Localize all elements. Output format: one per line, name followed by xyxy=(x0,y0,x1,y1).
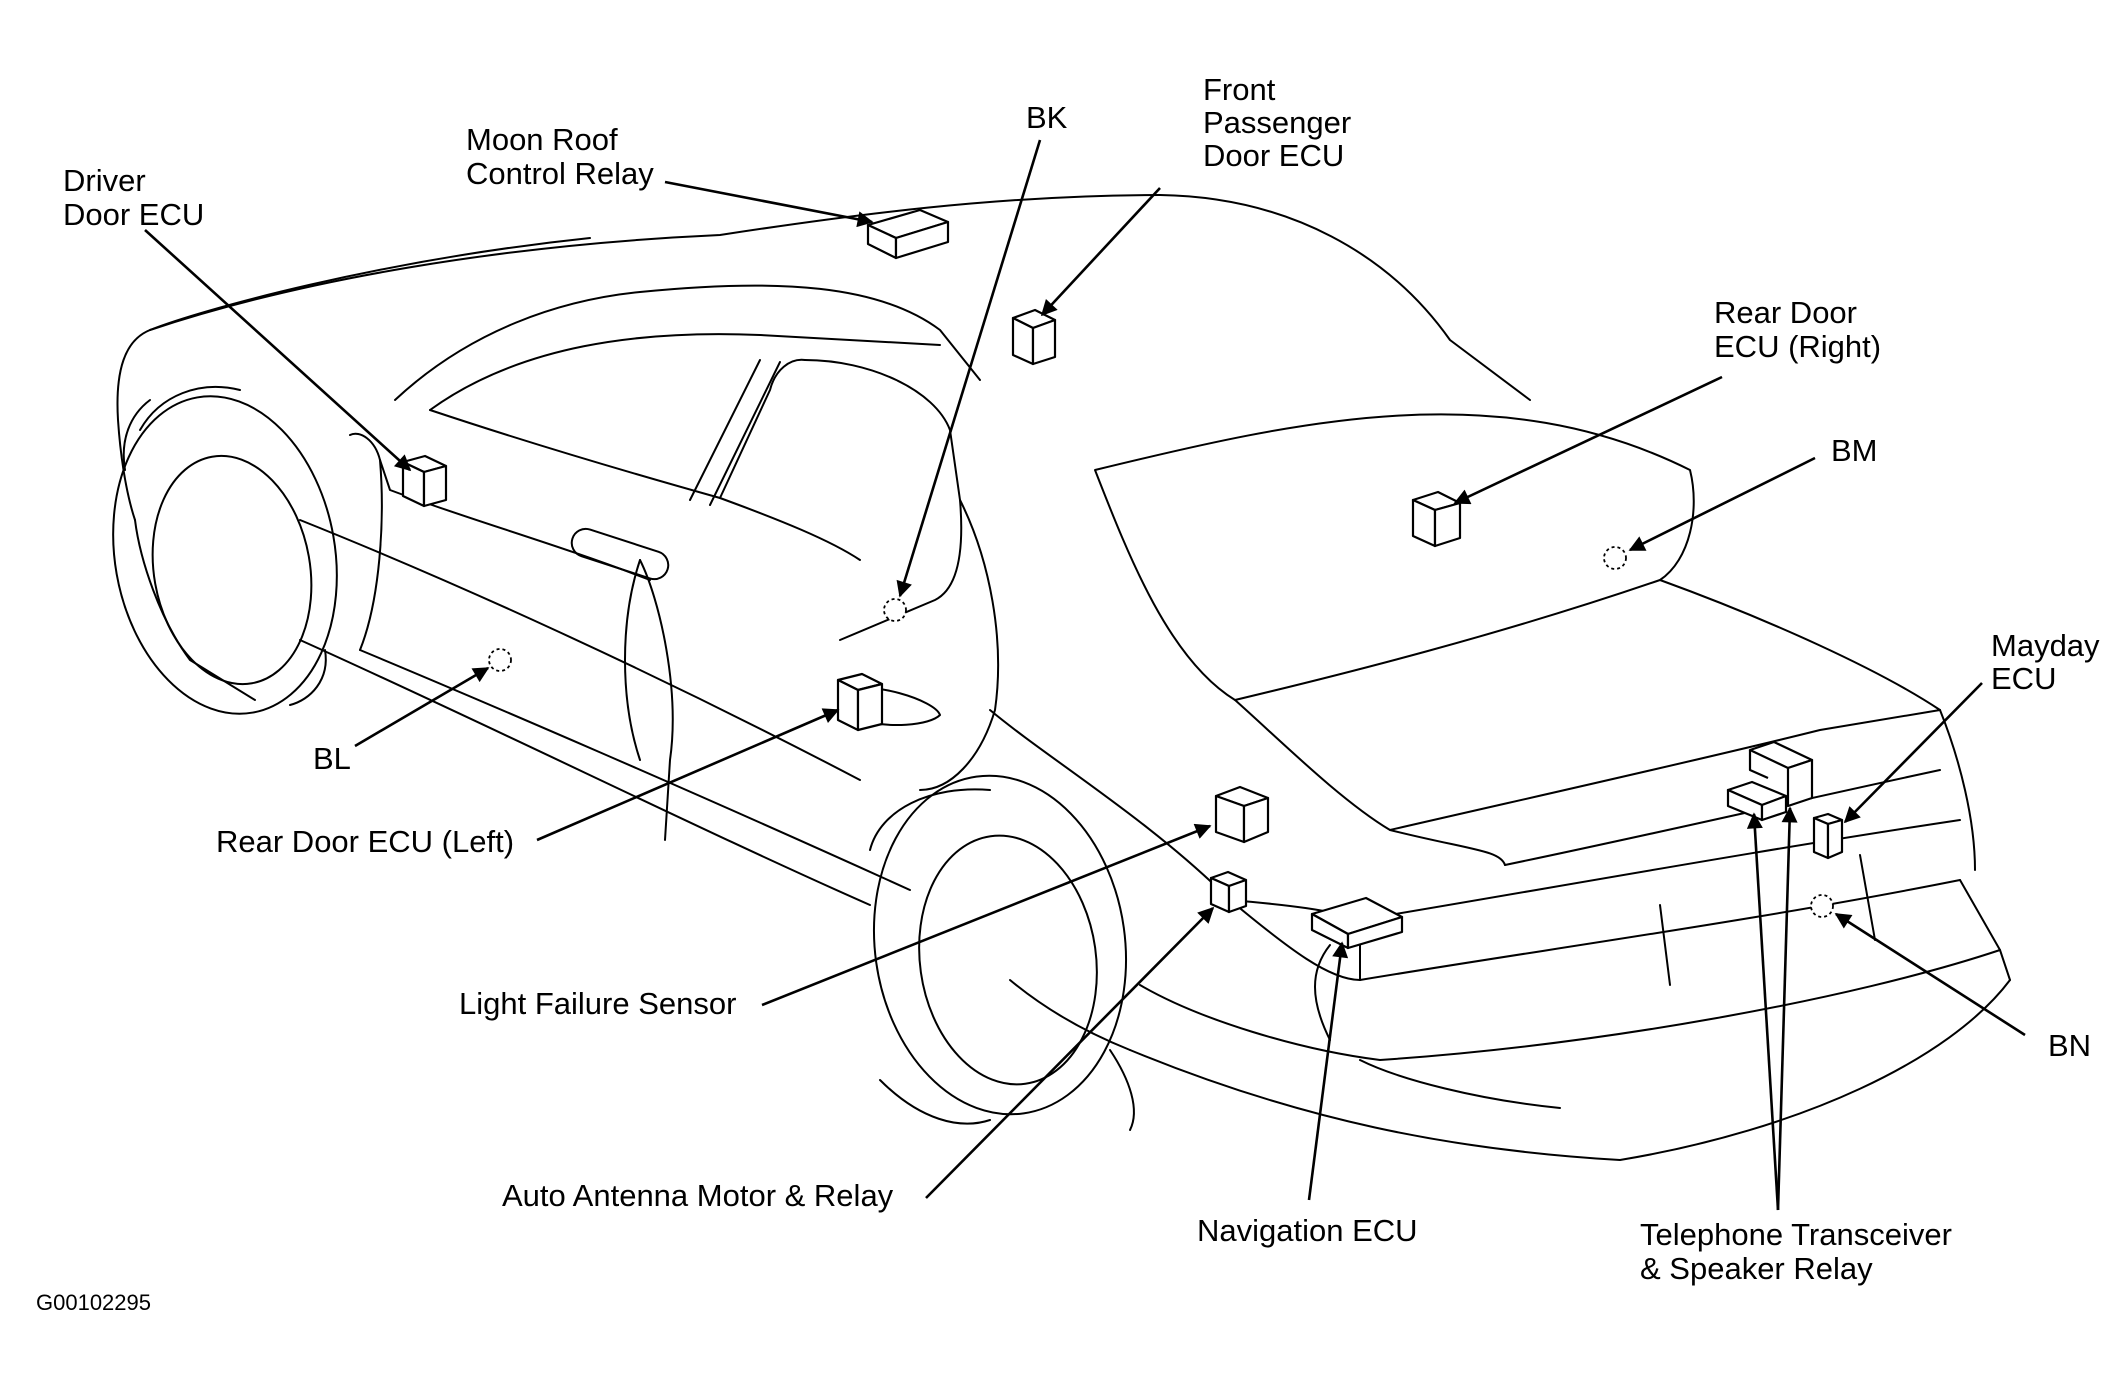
labels: Driver Door ECU Moon Roof Control Relay … xyxy=(36,72,2108,1315)
label-bl: BL xyxy=(313,741,351,776)
moon-roof-relay-box xyxy=(866,208,950,260)
component-boxes xyxy=(401,208,1844,950)
connector-bk xyxy=(883,598,907,622)
navigation-ecu-box xyxy=(1310,896,1404,950)
label-navigation-ecu: Navigation ECU xyxy=(1197,1213,1418,1248)
label-bn: BN xyxy=(2048,1028,2091,1063)
label-auto-antenna: Auto Antenna Motor & Relay xyxy=(502,1178,894,1213)
label-moon-roof-relay: Moon Roof Control Relay xyxy=(466,122,654,191)
leader-lines xyxy=(144,139,2026,1211)
connectors xyxy=(488,546,1834,918)
label-mayday-ecu: Mayday ECU xyxy=(1991,628,2108,696)
rear-door-ecu-left-box xyxy=(836,672,884,732)
label-front-passenger-door-ecu: Front Passenger Door ECU xyxy=(1203,72,1360,173)
label-rear-door-ecu-left: Rear Door ECU (Left) xyxy=(216,824,514,859)
label-driver-door-ecu: Driver Door ECU xyxy=(63,163,204,232)
rear-door-ecu-right-box xyxy=(1411,490,1462,548)
label-telephone-transceiver: Telephone Transceiver & Speaker Relay xyxy=(1640,1217,1961,1286)
light-failure-sensor-box xyxy=(1214,785,1270,844)
front-passenger-door-ecu-box xyxy=(1011,308,1057,366)
label-bk: BK xyxy=(1026,100,1068,135)
figure-code: G00102295 xyxy=(36,1290,151,1315)
connector-bl xyxy=(488,648,512,672)
label-bm: BM xyxy=(1831,433,1878,468)
label-rear-door-ecu-right: Rear Door ECU (Right) xyxy=(1714,295,1881,364)
vehicle-outline xyxy=(112,194,2011,1161)
connector-bm xyxy=(1603,546,1627,570)
auto-antenna-box xyxy=(1209,870,1248,914)
telephone-transceiver-box xyxy=(1726,740,1814,822)
mayday-ecu-box xyxy=(1812,812,1844,860)
connector-bn xyxy=(1810,894,1834,918)
driver-door-ecu-box xyxy=(401,454,448,508)
label-light-failure-sensor: Light Failure Sensor xyxy=(459,986,736,1021)
